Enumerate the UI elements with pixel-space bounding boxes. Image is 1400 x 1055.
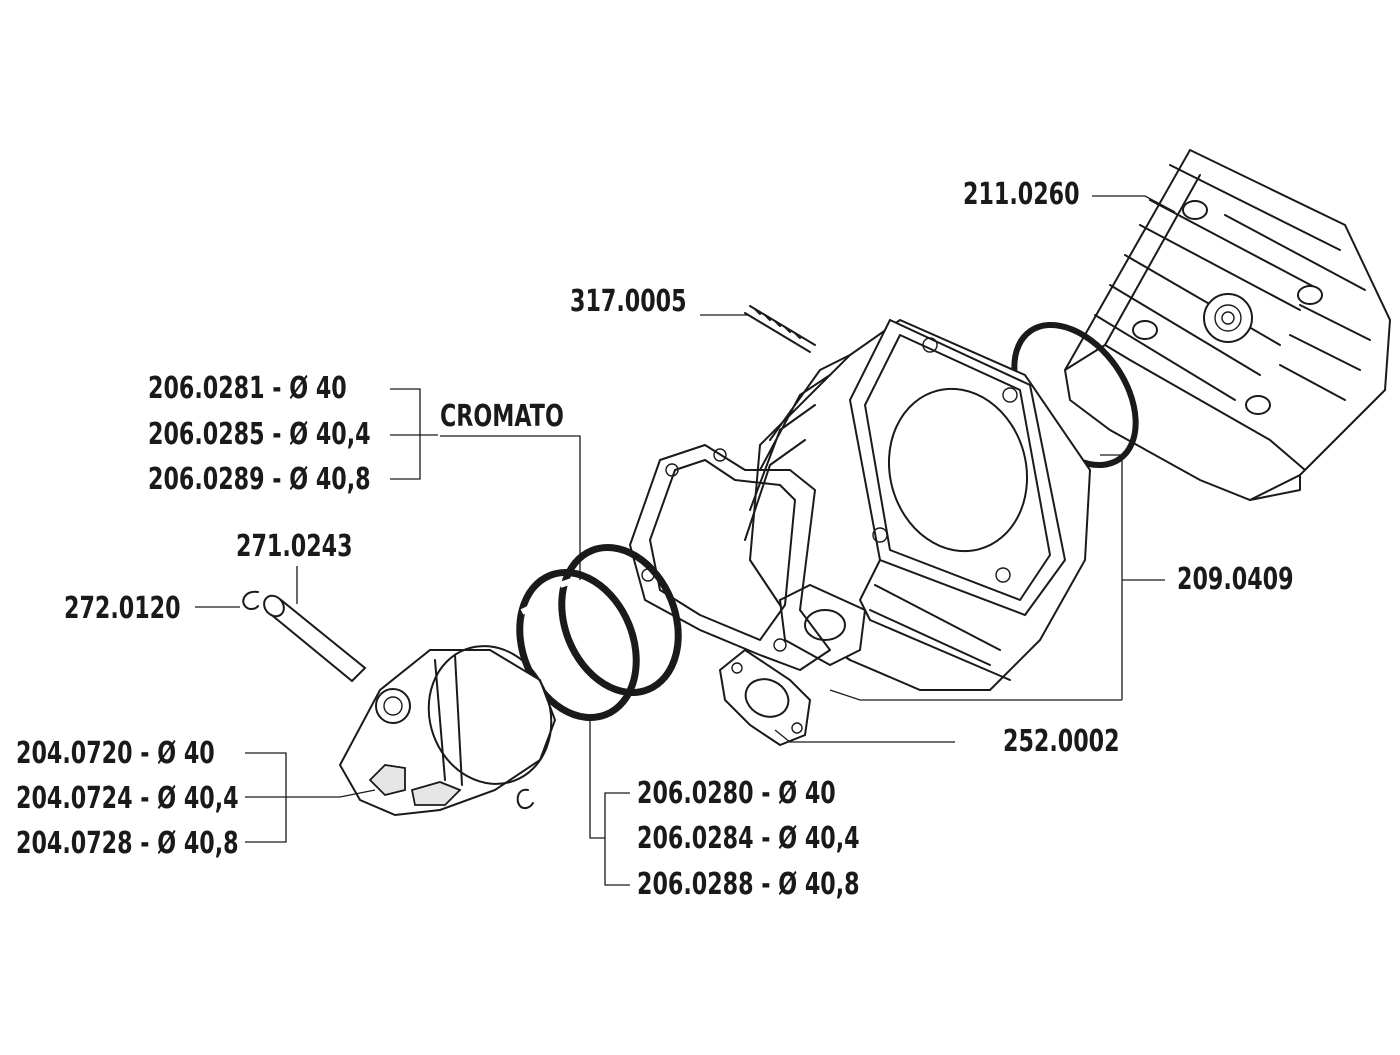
label-rings-2: 206.0284 - Ø 40,4 [637,821,860,856]
label-piston-1: 204.0720 - Ø 40 [16,736,215,771]
circlip-right [516,788,534,810]
label-rings-chrome-2: 206.0285 - Ø 40,4 [148,417,371,452]
label-exhaust-gasket: 252.0002 [1003,724,1120,759]
label-rings-3: 206.0288 - Ø 40,8 [637,867,860,902]
cylinder-head [1063,148,1392,502]
label-cromato: CROMATO [440,399,564,434]
label-stud: 317.0005 [570,284,687,319]
circlip-left [242,590,259,610]
label-circlip: 272.0120 [64,591,181,626]
label-piston-pin: 271.0243 [236,529,353,564]
base-gasket [629,444,831,671]
label-rings-1: 206.0280 - Ø 40 [637,776,836,811]
cylinder [744,318,1092,691]
piston [338,645,557,817]
label-cylinder-head: 211.0260 [963,177,1080,212]
label-rings-chrome-3: 206.0289 - Ø 40,8 [148,462,371,497]
label-piston-3: 204.0728 - Ø 40,8 [16,826,239,861]
exhaust-gasket [718,648,812,747]
label-gasket-set: 209.0409 [1177,562,1294,597]
piston-pin [263,594,367,683]
stud [744,305,816,353]
label-piston-2: 204.0724 - Ø 40,4 [16,781,239,816]
leader-lines [195,195,1176,886]
label-rings-chrome-1: 206.0281 - Ø 40 [148,371,347,406]
